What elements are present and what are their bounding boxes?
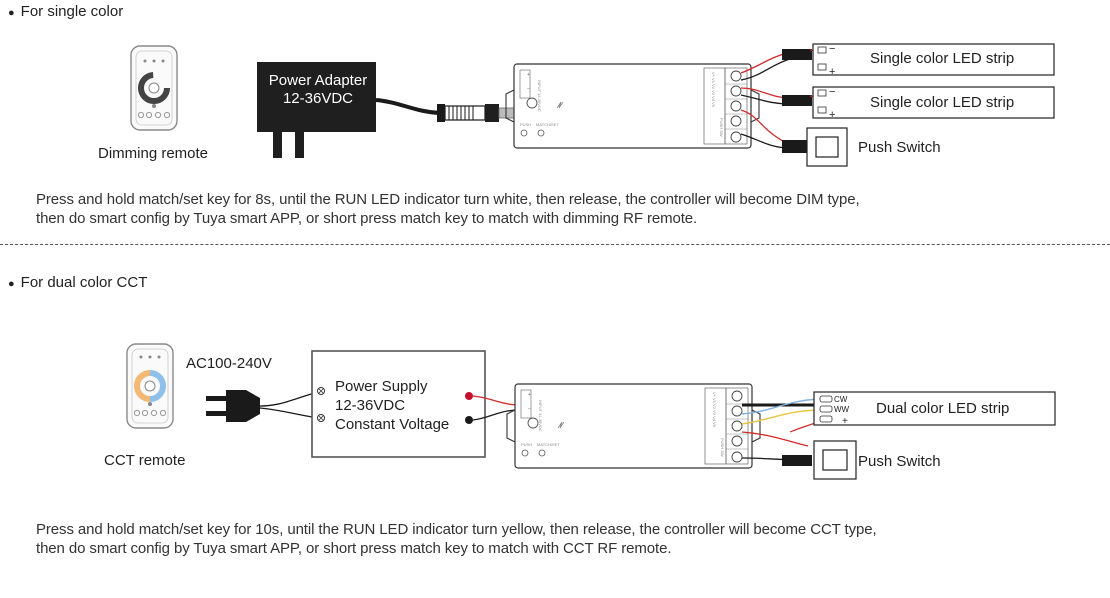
svg-text:PUSH: PUSH	[520, 122, 531, 127]
dimming-remote-label: Dimming remote	[98, 145, 209, 162]
svg-text:−: −	[829, 86, 835, 98]
psu-label-line3: Constant Voltage	[335, 416, 450, 433]
dual-strip-label: Dual color LED strip	[876, 400, 1010, 417]
power-supply-icon	[311, 350, 486, 458]
svg-text:MATCH/SET: MATCH/SET	[536, 122, 559, 127]
section1-desc-line2: then do smart config by Tuya smart APP, …	[36, 210, 698, 227]
push-switch-1-icon	[806, 127, 848, 167]
svg-text:V+ V1 V2 V3 V4 V5: V+ V1 V2 V3 V4 V5	[712, 392, 717, 428]
svg-text:PUSH SW: PUSH SW	[719, 118, 724, 137]
section1-wiring	[740, 49, 825, 153]
section-divider	[0, 244, 1110, 245]
controller-2-icon: + − INPUT 12-36VDC PUSH MATCH/SET V+ V1 …	[506, 383, 761, 469]
single-color-strip-1-icon: − +	[812, 43, 1055, 78]
push-switch1-label: Push Switch	[858, 139, 941, 156]
push-switch2-label: Push Switch	[858, 453, 941, 470]
svg-text:+: +	[528, 392, 531, 398]
section1-description: Press and hold match/set key for 8s, unt…	[36, 190, 860, 228]
svg-text:−: −	[528, 406, 531, 412]
section1-title: ● For single color	[8, 3, 123, 20]
adapter-label-line2: 12-36VDC	[282, 90, 354, 107]
svg-text:+: +	[527, 72, 530, 78]
bullet-icon: ●	[8, 278, 15, 290]
adapter-label-line1: Power Adapter	[268, 72, 368, 89]
dimming-remote-icon	[130, 45, 178, 131]
svg-text:−: −	[829, 43, 835, 55]
power-adapter-icon	[257, 62, 515, 158]
section2-desc-line1: Press and hold match/set key for 10s, un…	[36, 521, 877, 538]
push-switch-2-icon	[813, 440, 857, 480]
controller-1-icon: + − INPUT 12-36VDC PUSH MATCH/SET V+ V1 …	[505, 63, 760, 149]
svg-text:−: −	[527, 86, 530, 92]
section2-wiring	[741, 398, 823, 466]
single-color-strip-2-icon: − +	[812, 86, 1055, 121]
strip2-label: Single color LED strip	[870, 94, 1015, 111]
psu-label-line2: 12-36VDC	[335, 397, 406, 414]
svg-text:MATCH/SET: MATCH/SET	[537, 442, 560, 447]
cw-label: CW	[834, 395, 848, 404]
cct-remote-label: CCT remote	[104, 452, 186, 469]
cw-ww-labels: CW WW	[834, 395, 849, 415]
psu-label-line1: Power Supply	[335, 378, 428, 395]
cct-remote-icon	[126, 343, 174, 429]
ac-voltage-label: AC100-240V	[186, 355, 272, 372]
svg-text:PUSH: PUSH	[521, 442, 532, 447]
svg-text:PUSH SW: PUSH SW	[720, 438, 725, 457]
svg-text:+: +	[829, 66, 835, 78]
bullet-icon: ●	[8, 7, 15, 19]
ww-label: WW	[834, 405, 850, 414]
svg-text:INPUT 12-36VDC: INPUT 12-36VDC	[537, 80, 542, 112]
svg-text:INPUT 12-36VDC: INPUT 12-36VDC	[538, 400, 543, 432]
ac-plug-icon	[206, 390, 319, 422]
power-supply-label: Power Supply 12-36VDC Constant Voltage	[335, 377, 449, 434]
section1-title-text: For single color	[20, 3, 124, 20]
dual-color-strip-icon: +	[813, 391, 1056, 427]
section2-description: Press and hold match/set key for 10s, un…	[36, 520, 877, 558]
svg-text:V+ V1 V2 V3 V4 V5: V+ V1 V2 V3 V4 V5	[711, 72, 716, 108]
section2-title-text: For dual color CCT	[20, 274, 148, 291]
svg-text:+: +	[842, 416, 848, 427]
dc-connector-icon	[444, 104, 515, 122]
section1-desc-line1: Press and hold match/set key for 8s, unt…	[36, 191, 860, 208]
section2-desc-line2: then do smart config by Tuya smart APP, …	[36, 540, 672, 557]
strip1-label: Single color LED strip	[870, 50, 1015, 67]
section2-title: ● For dual color CCT	[8, 274, 147, 291]
adapter-label: Power Adapter 12-36VDC	[262, 72, 374, 108]
svg-text:+: +	[829, 109, 835, 121]
